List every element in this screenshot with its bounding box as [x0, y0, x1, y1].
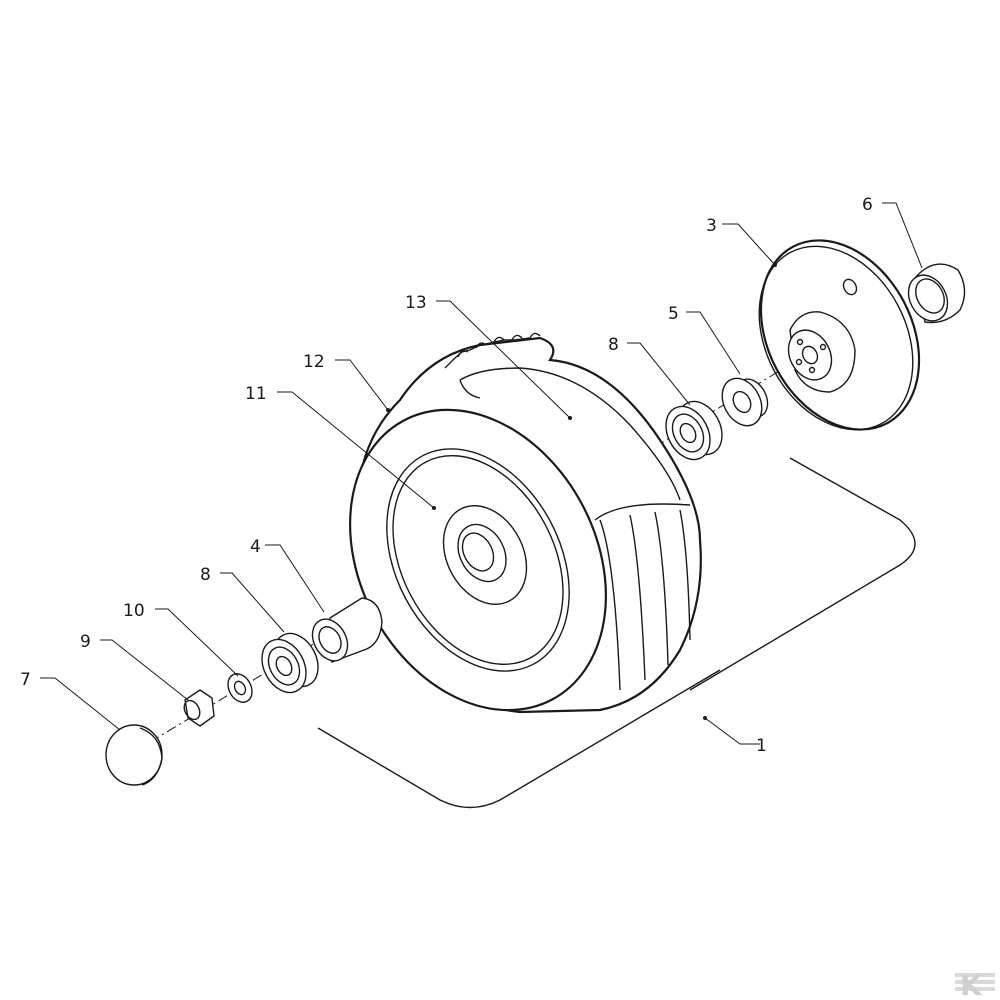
bearing-upper [665, 400, 723, 461]
callout-1: 1 [756, 736, 767, 756]
callout-13: 13 [405, 293, 427, 313]
assembly-bracket [317, 457, 916, 809]
callout-labels: 1 3 4 5 6 7 8 8 9 10 11 12 13 [20, 195, 873, 756]
bearing-lower [261, 632, 319, 694]
callout-6: 6 [862, 195, 873, 215]
callout-5: 5 [668, 304, 679, 324]
tire [349, 332, 702, 714]
hex-nut [183, 689, 215, 727]
callout-12: 12 [303, 352, 325, 372]
callout-3: 3 [706, 216, 717, 236]
callout-10: 10 [123, 601, 145, 621]
callout-11: 11 [245, 384, 267, 404]
rim-hub [442, 505, 528, 605]
logo-letter: K [960, 969, 983, 1000]
callout-9: 9 [80, 632, 91, 652]
corner-logo: K [948, 960, 1000, 1000]
tube-sleeve [311, 597, 383, 663]
end-bushing [907, 263, 966, 324]
washer [227, 673, 253, 703]
callout-7: 7 [20, 670, 31, 690]
end-cap [105, 724, 163, 786]
leader-lines [40, 202, 923, 745]
callout-8-upper: 8 [608, 335, 619, 355]
callout-8-lower: 8 [200, 565, 211, 585]
hub-plate [758, 239, 921, 431]
spacer-washer [721, 377, 769, 427]
callout-4: 4 [250, 537, 261, 557]
